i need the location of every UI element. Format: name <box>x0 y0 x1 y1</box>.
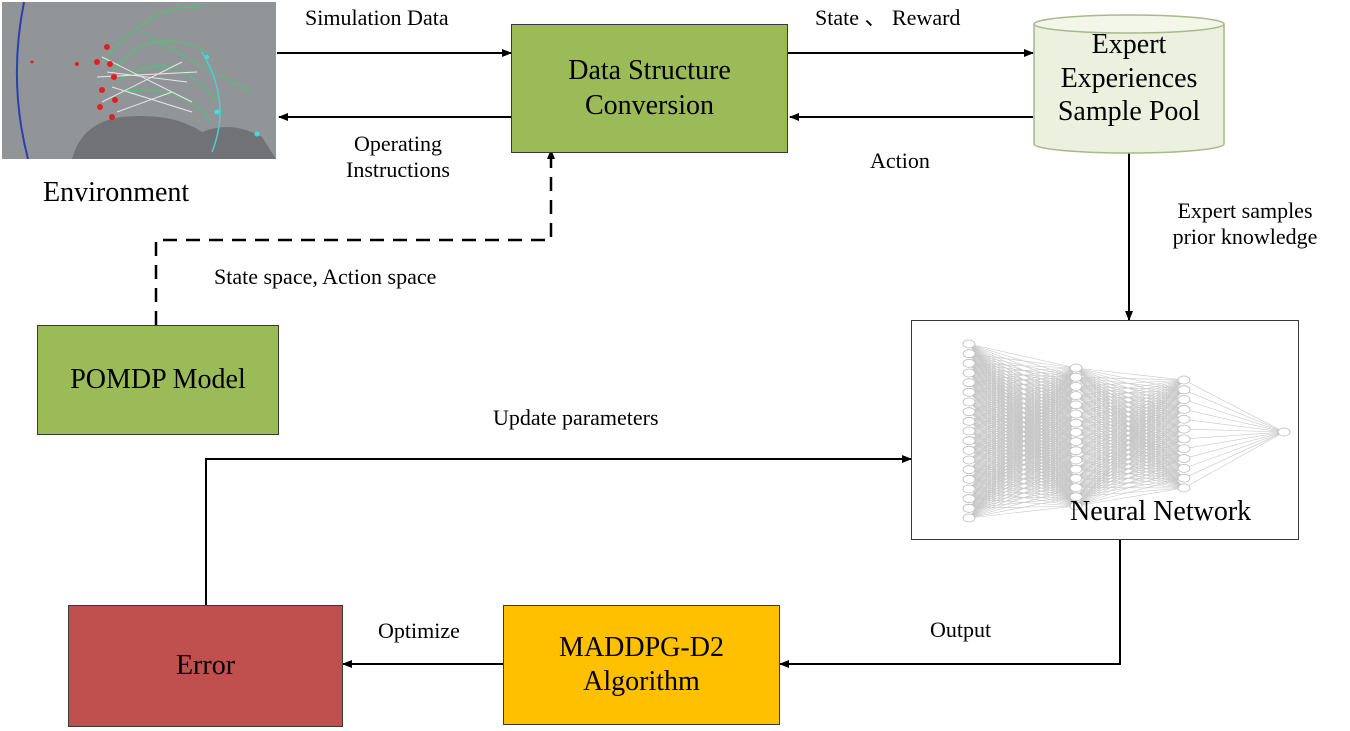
nn-node <box>962 455 976 465</box>
nn-node <box>1069 473 1083 483</box>
arrow-output <box>779 540 1121 668</box>
operating-instructions-line1: Operating <box>354 131 442 156</box>
nn-node <box>1069 464 1083 474</box>
nn-node <box>962 474 976 484</box>
nn-node <box>1069 372 1083 382</box>
nn-node <box>1177 395 1191 405</box>
nn-node <box>1069 483 1083 493</box>
nn-node <box>962 416 976 426</box>
arrow-update-parameters <box>205 455 912 605</box>
nn-node <box>1177 483 1191 493</box>
expert-samples-label: Expert samples prior knowledge <box>1150 198 1340 251</box>
state-action-space-label: State space, Action space <box>214 264 437 289</box>
nn-node <box>1069 391 1083 400</box>
expert-pool-line2: Experiences <box>1060 62 1198 94</box>
neural-network-label: Neural Network <box>1070 496 1252 527</box>
nn-node <box>962 339 976 349</box>
nn-node <box>1069 501 1083 511</box>
nn-node <box>1069 428 1083 437</box>
nn-node <box>962 503 976 513</box>
nn-node <box>1177 473 1191 483</box>
data-structure-conversion-box: Data Structure Conversion <box>511 24 788 153</box>
nn-node <box>1069 455 1083 465</box>
nn-node <box>962 465 976 475</box>
data-structure-line1: Data Structure <box>568 55 731 87</box>
nn-node <box>1177 434 1191 444</box>
nn-node <box>1069 400 1083 410</box>
nn-node <box>962 397 976 407</box>
nn-node <box>962 407 976 417</box>
environment-label: Environment <box>43 177 190 208</box>
environment-image <box>2 2 276 159</box>
nn-node <box>962 349 976 359</box>
nn-node <box>962 494 976 504</box>
data-structure-line2: Conversion <box>584 89 715 121</box>
nn-node <box>962 387 976 397</box>
maddpg-line2: Algorithm <box>583 666 700 697</box>
update-parameters-label: Update parameters <box>493 405 659 430</box>
nn-node <box>1277 427 1291 437</box>
operating-instructions-label: Operating Instructions <box>330 131 466 184</box>
nn-node <box>962 378 976 388</box>
nn-node <box>1069 363 1083 373</box>
nn-node <box>1177 414 1191 424</box>
expert-pool-text: Expert Experiences Sample Pool <box>1033 28 1225 129</box>
nn-node <box>962 358 976 368</box>
nn-node <box>1177 454 1191 463</box>
nn-node <box>1069 437 1083 446</box>
nn-node <box>1177 463 1191 473</box>
simulation-data-label: Simulation Data <box>305 5 449 30</box>
expert-samples-line2: prior knowledge <box>1172 224 1318 250</box>
nn-node <box>1069 492 1083 502</box>
optimize-label: Optimize <box>378 618 460 643</box>
nn-node <box>962 436 976 446</box>
output-label: Output <box>930 617 992 642</box>
nn-node <box>1177 444 1191 454</box>
error-box: Error <box>68 605 343 727</box>
nn-node <box>1069 409 1083 419</box>
nn-node <box>1177 405 1191 414</box>
nn-node <box>962 368 976 378</box>
maddpg-line1: MADDPG-D2 <box>559 631 724 663</box>
expert-samples-line1: Expert samples <box>1177 198 1313 223</box>
operating-instructions-line2: Instructions <box>346 157 450 183</box>
nn-node <box>1069 418 1083 428</box>
action-label: Action <box>870 148 930 173</box>
nn-node <box>962 445 976 455</box>
nn-node <box>1069 382 1083 391</box>
nn-node <box>1069 446 1083 456</box>
pomdp-model-label: POMDP Model <box>70 363 246 395</box>
nn-node <box>962 513 976 523</box>
neural-network-graphic <box>962 339 1291 523</box>
state-reward-label: State 、 Reward <box>815 5 961 30</box>
pomdp-model-box: POMDP Model <box>37 325 279 435</box>
nn-node <box>962 426 976 436</box>
nn-node <box>1177 375 1191 385</box>
expert-pool-line1: Expert <box>1091 29 1167 60</box>
nn-node <box>1177 385 1191 395</box>
nn-node <box>962 484 976 494</box>
maddpg-d2-algorithm-box: MADDPG-D2 Algorithm <box>503 605 780 725</box>
expert-pool-line3: Sample Pool <box>1057 96 1201 128</box>
error-label: Error <box>175 649 236 681</box>
expert-pool-cylinder <box>1033 14 1225 154</box>
nn-node <box>1177 424 1191 434</box>
